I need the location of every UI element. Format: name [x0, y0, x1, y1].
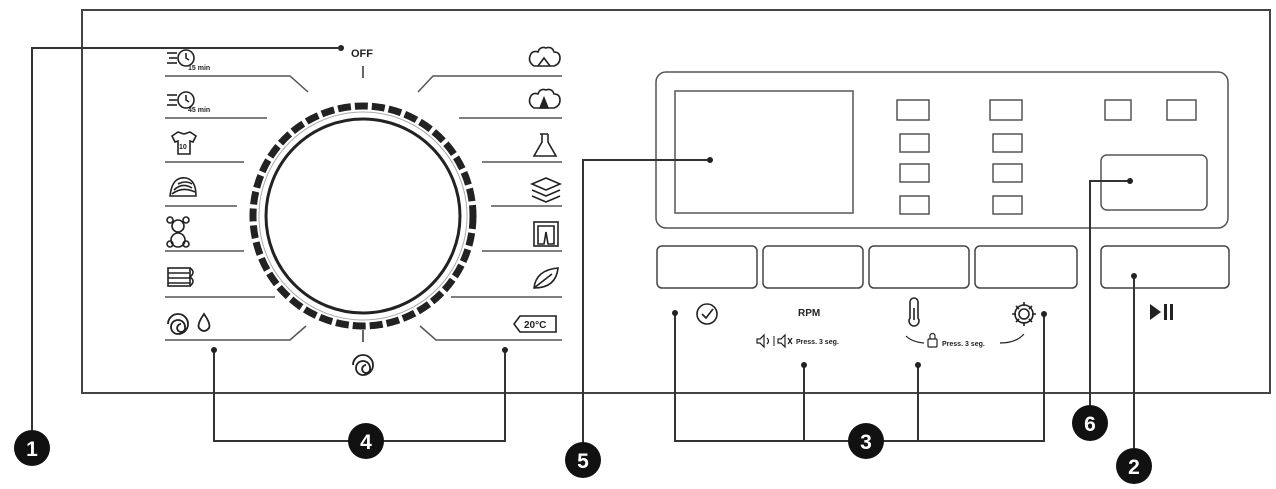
hygiene-flask-icon — [532, 133, 558, 157]
secondary-display — [1100, 154, 1208, 211]
lock-bracket-right — [999, 333, 1025, 344]
sound-off-icon — [777, 333, 793, 349]
eco-cotton-icon — [528, 88, 561, 109]
svg-text:2: 2 — [1128, 456, 1140, 479]
temp-sublabel: Press. 3 seg. — [942, 341, 985, 348]
svg-text:3: 3 — [860, 431, 872, 454]
spin-drain-icon — [167, 312, 211, 335]
right-program-lines — [417, 75, 562, 341]
shirts-label: 10 — [179, 144, 187, 151]
dial-outer-ring — [258, 111, 468, 321]
spin-label: RPM — [798, 308, 820, 319]
dial-led-ring — [249, 102, 477, 330]
play-pause-icon — [1150, 304, 1173, 320]
cold-wash-label: 20°C — [524, 320, 546, 331]
delicate-leaf-icon — [533, 267, 559, 289]
mixed-layers-icon — [529, 177, 563, 203]
bedding-icon — [167, 267, 194, 287]
off-label: OFF — [351, 48, 373, 60]
display-panel — [655, 71, 1229, 229]
callout-4: 4 — [348, 423, 384, 459]
callout-6: 6 — [1072, 405, 1108, 441]
options-button[interactable] — [974, 245, 1078, 289]
baby-care-icon — [166, 216, 190, 248]
temperature-button[interactable] — [868, 245, 970, 289]
svg-text:1: 1 — [26, 438, 38, 461]
sound-on-icon — [756, 333, 770, 349]
svg-text:4: 4 — [360, 431, 372, 454]
delay-button[interactable] — [656, 245, 758, 289]
lock-icon — [927, 332, 938, 348]
thermometer-icon — [908, 297, 920, 327]
jeans-icon — [533, 221, 559, 247]
program-dial[interactable] — [249, 102, 477, 330]
shirts-icon — [170, 131, 198, 155]
cold-wash-icon: 20°C — [513, 315, 557, 333]
callout-1: 1 — [14, 430, 50, 466]
spin-icon — [352, 354, 374, 376]
rapid-45-min-label: 45 min — [188, 107, 210, 114]
left-program-lines — [165, 75, 309, 341]
clock-icon — [696, 303, 718, 325]
rapid-45-min-icon — [167, 91, 195, 109]
callout-3: 3 — [848, 423, 884, 459]
wool-icon — [169, 177, 197, 197]
rapid-15-min-label: 15 min — [188, 65, 210, 72]
leader-dots — [211, 157, 1137, 368]
dial-knob[interactable] — [264, 117, 462, 315]
spin-button[interactable] — [762, 245, 864, 289]
cotton-icon — [528, 46, 561, 67]
gear-icon — [1012, 302, 1036, 326]
start-pause-button[interactable] — [1100, 245, 1230, 289]
rapid-15-min-icon — [167, 49, 195, 67]
lock-bracket — [905, 335, 925, 344]
svg-text:5: 5 — [577, 450, 589, 473]
spin-sublabel: Press. 3 seg. — [796, 339, 839, 346]
callout-2: 2 — [1116, 448, 1152, 484]
callout-5: 5 — [565, 442, 601, 478]
indicator-leds — [896, 99, 1197, 215]
main-display-screen — [674, 90, 854, 214]
svg-text:6: 6 — [1084, 413, 1096, 436]
